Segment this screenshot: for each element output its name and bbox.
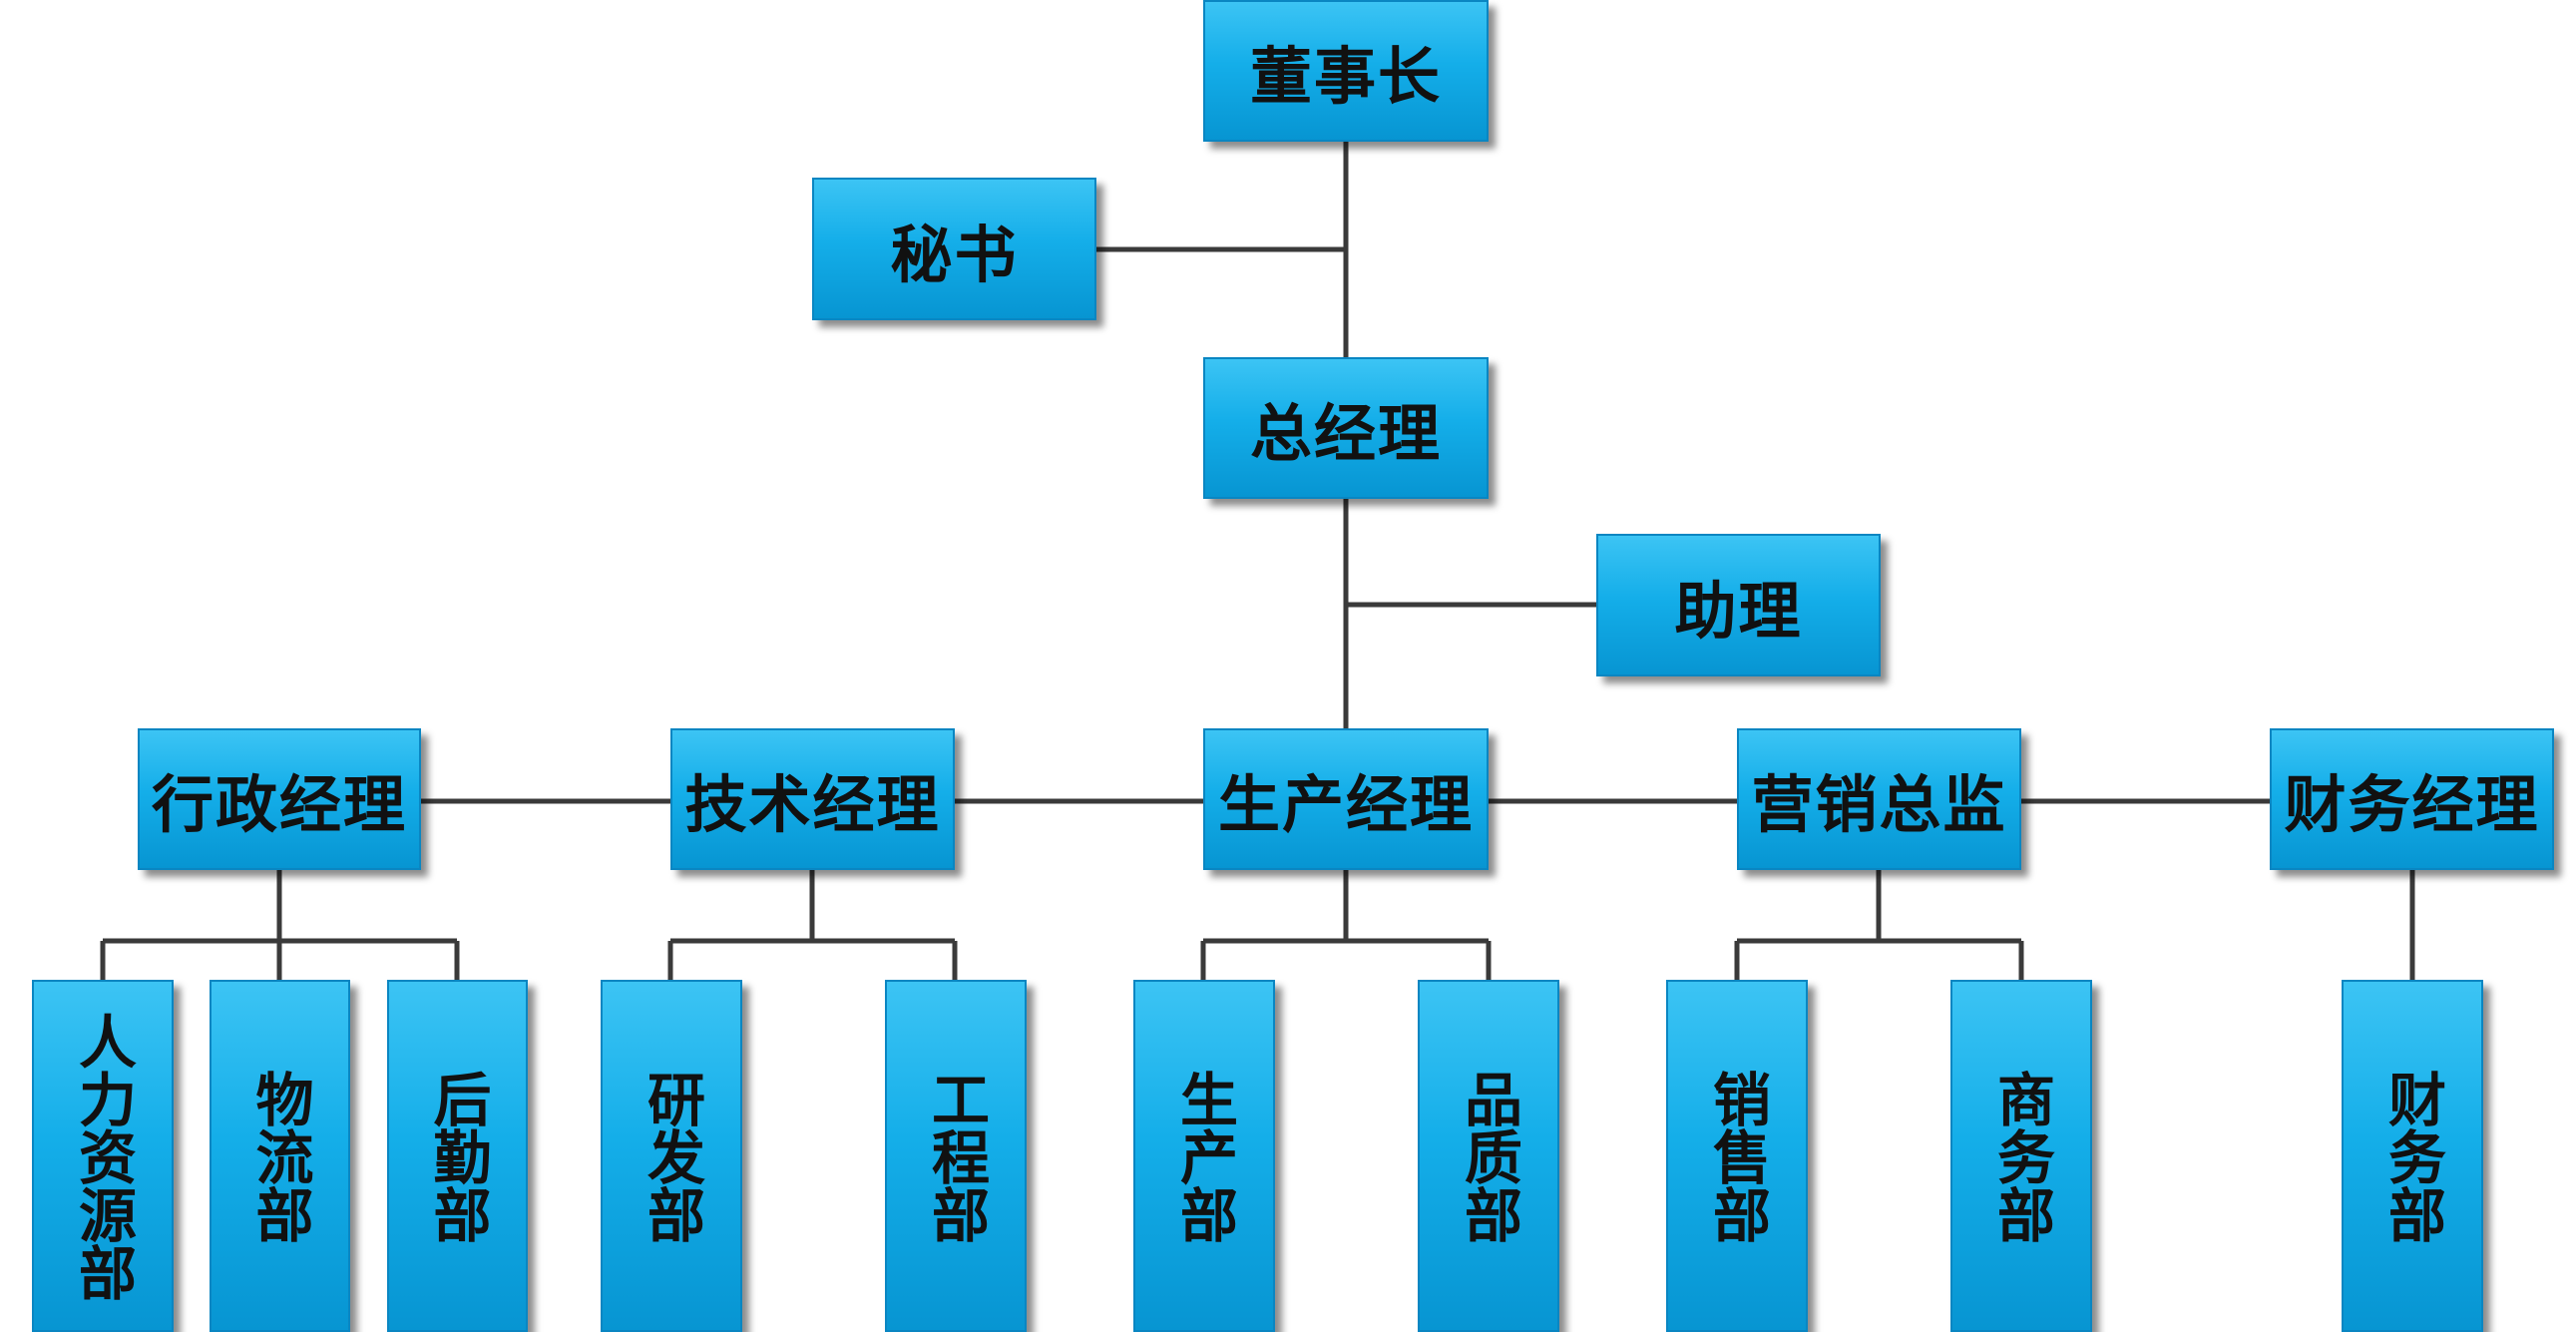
node-dept-finance-label: 财务部 [2378,1069,2446,1243]
node-tech-manager: 技术经理 [670,728,955,870]
node-dept-hr: 人力资源部 [32,980,174,1332]
node-dept-rnd: 研发部 [601,980,742,1332]
node-secretary: 秘书 [812,178,1096,320]
node-dept-production-label: 生产部 [1170,1069,1238,1243]
node-dept-rear-service-label: 后勤部 [423,1069,492,1243]
node-dept-business-label: 商务部 [1987,1069,2055,1243]
node-chairman-label: 董事长 [1249,40,1442,113]
node-marketing-director-label: 营销总监 [1751,768,2007,841]
node-chairman: 董事长 [1203,0,1489,142]
node-dept-quality: 品质部 [1418,980,1559,1332]
node-dept-business: 商务部 [1950,980,2092,1332]
node-dept-sales: 销售部 [1666,980,1808,1332]
node-secretary-label: 秘书 [890,218,1019,291]
node-dept-sales-label: 销售部 [1703,1069,1771,1243]
node-dept-rear-service: 后勤部 [387,980,528,1332]
node-admin-manager-label: 行政经理 [151,768,407,841]
node-dept-engineering-label: 工程部 [922,1069,990,1243]
node-dept-finance: 财务部 [2342,980,2483,1332]
node-production-manager: 生产经理 [1203,728,1489,870]
node-general-manager: 总经理 [1203,357,1489,499]
node-general-manager-label: 总经理 [1249,397,1442,470]
node-dept-production: 生产部 [1133,980,1275,1332]
node-assistant: 助理 [1596,534,1881,676]
node-dept-engineering: 工程部 [885,980,1027,1332]
node-marketing-director: 营销总监 [1737,728,2021,870]
node-production-manager-label: 生产经理 [1217,768,1474,841]
node-assistant-label: 助理 [1674,574,1803,648]
node-dept-rnd-label: 研发部 [638,1069,705,1243]
node-dept-logistics-label: 物流部 [245,1069,314,1243]
node-dept-hr-label: 人力资源部 [69,1011,137,1301]
node-dept-quality-label: 品质部 [1455,1069,1522,1243]
node-dept-logistics: 物流部 [210,980,350,1332]
node-finance-manager-label: 财务经理 [2284,768,2540,841]
node-tech-manager-label: 技术经理 [684,768,941,841]
node-admin-manager: 行政经理 [138,728,421,870]
node-finance-manager: 财务经理 [2270,728,2554,870]
